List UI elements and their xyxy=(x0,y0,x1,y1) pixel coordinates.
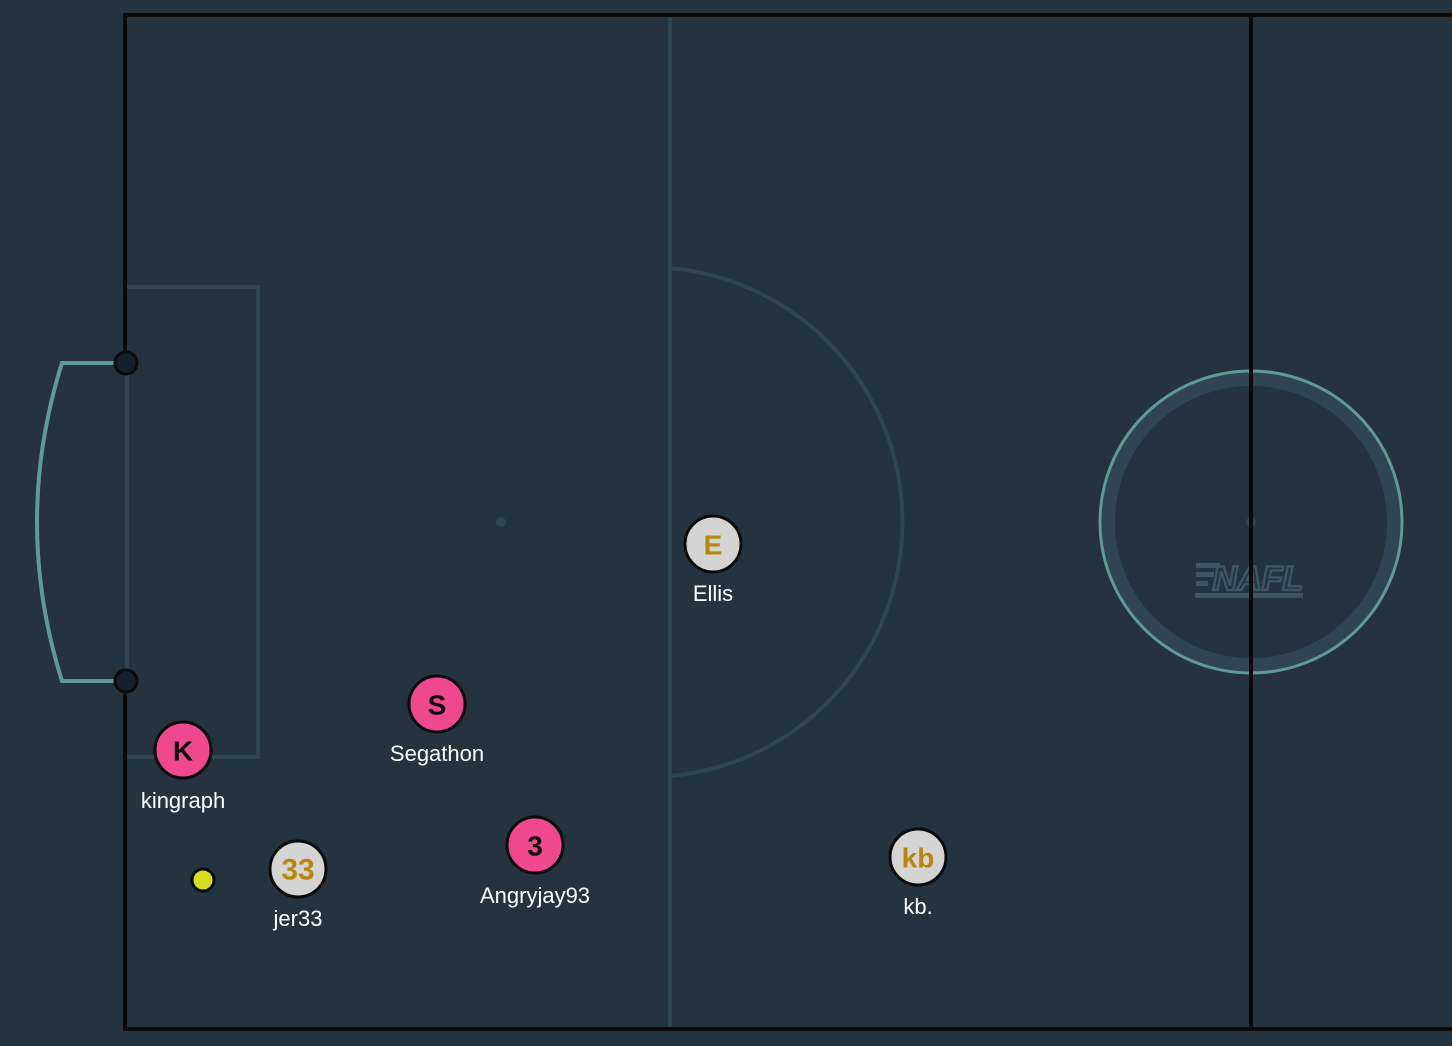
player-name: Segathon xyxy=(390,741,484,766)
player: E Ellis xyxy=(683,514,743,606)
player-disc xyxy=(888,827,948,887)
player: K kingraph xyxy=(141,720,225,813)
player-disc xyxy=(407,674,467,734)
boundary-left-top xyxy=(123,13,1452,363)
player-name: jer33 xyxy=(273,906,323,931)
player-disc xyxy=(153,720,213,780)
player-avatar: E xyxy=(704,530,723,561)
player-avatar: 3 xyxy=(527,831,543,862)
player-avatar: K xyxy=(173,736,193,767)
player-avatar: kb xyxy=(902,843,935,874)
goal-post-top xyxy=(113,350,139,376)
player-name: Angryjay93 xyxy=(480,883,590,908)
player-avatar: 33 xyxy=(281,854,314,887)
player: kb kb. xyxy=(888,827,948,919)
player: 3 Angryjay93 xyxy=(480,815,590,908)
goal-net xyxy=(35,361,127,683)
svg-text:NAFL: NAFL xyxy=(1213,560,1304,598)
goal-post-bottom xyxy=(113,668,139,694)
pitch-boundary xyxy=(123,13,1452,1031)
boundary-left-bottom xyxy=(123,681,1452,1031)
player-name: kingraph xyxy=(141,788,225,813)
ball xyxy=(190,867,216,893)
player-avatar: S xyxy=(428,690,447,721)
player-disc xyxy=(268,839,328,899)
player-disc xyxy=(505,815,565,875)
player-name: kb. xyxy=(903,894,932,919)
penalty-spot xyxy=(496,517,506,527)
player-disc xyxy=(683,514,743,574)
player: 33 jer33 xyxy=(268,839,328,931)
center-arc xyxy=(669,266,905,778)
player: S Segathon xyxy=(390,674,484,766)
player-name: Ellis xyxy=(693,581,733,606)
